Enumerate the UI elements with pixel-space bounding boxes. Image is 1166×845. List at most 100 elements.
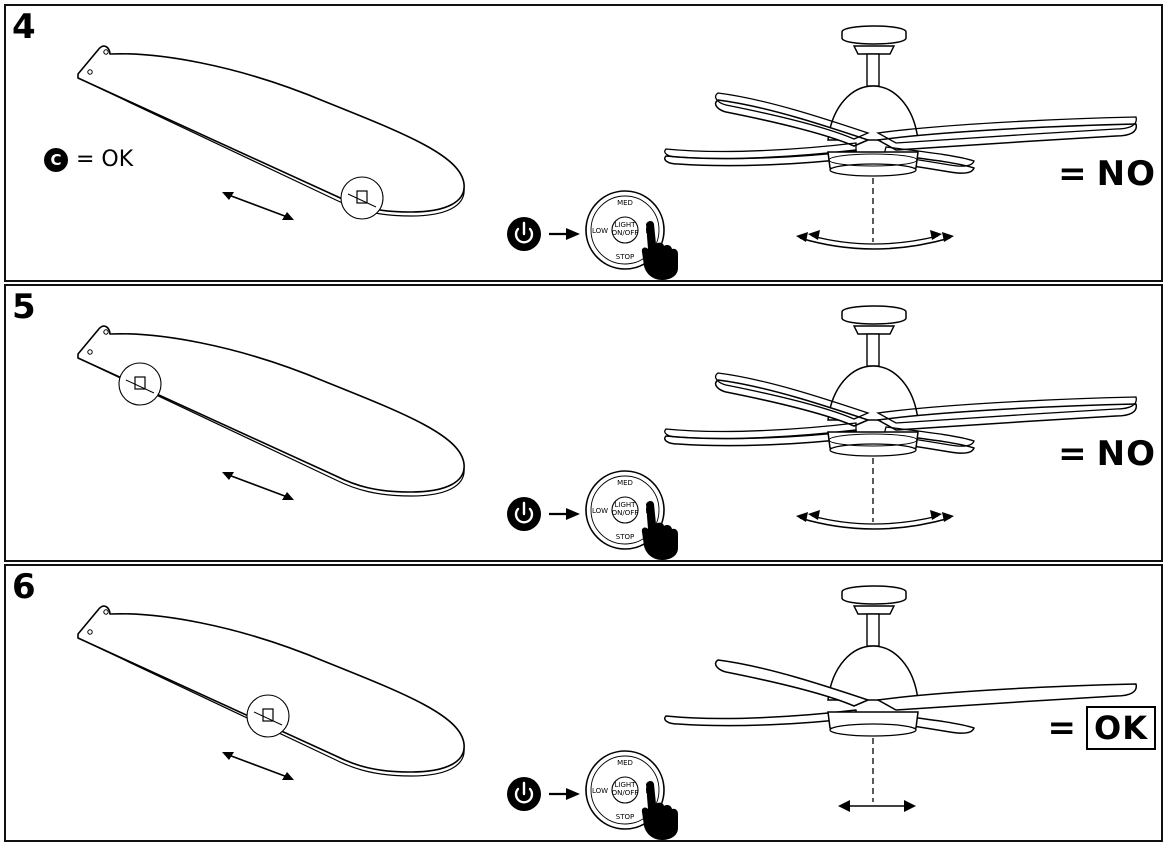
fan-light-ghost	[828, 153, 918, 167]
arrow-right-icon	[549, 788, 580, 800]
balance-clip-marker	[246, 694, 290, 738]
wobble-arc	[799, 517, 951, 530]
remote-label-stop: STOP	[616, 813, 634, 821]
power-icon	[507, 777, 541, 811]
double-arrow-icon	[796, 230, 954, 250]
fan-blade	[77, 325, 465, 500]
balance-clip	[134, 376, 146, 390]
blade-outline	[77, 325, 465, 493]
power-arc	[514, 787, 534, 804]
double-arrow-icon	[222, 752, 294, 780]
arrow-head	[796, 232, 808, 242]
double-arrow-icon	[838, 800, 916, 812]
arrow-head	[282, 492, 294, 500]
result-equals: =	[1058, 154, 1087, 194]
ceiling-fan	[664, 585, 1138, 812]
arrow-right-icon	[549, 508, 580, 520]
balance-clip-marker	[340, 176, 384, 220]
wobble-arc-inner	[811, 235, 939, 245]
blade-outline	[77, 45, 465, 213]
blade-hole	[87, 629, 93, 635]
fan-blade-left	[714, 379, 869, 427]
ceiling-fan	[664, 25, 1138, 250]
fan-light-cover	[829, 443, 917, 457]
remote-label-med: MED	[617, 199, 633, 207]
arrow-head	[942, 512, 954, 522]
result-label: = NO	[1058, 437, 1156, 471]
double-arrow-icon	[222, 472, 294, 500]
fan-blade-right-ghost	[875, 396, 1137, 424]
remote-label-med: MED	[617, 759, 633, 767]
fan-blade	[77, 45, 465, 220]
clip-edge	[347, 193, 377, 208]
ok-legend-text: = OK	[76, 147, 134, 172]
clip-c-icon: C	[44, 148, 68, 172]
fan-motor	[827, 365, 919, 421]
remote-label-low: LOW	[592, 227, 608, 235]
fan-motor	[827, 85, 919, 141]
step-number: 5	[12, 287, 36, 327]
power-arc	[514, 507, 534, 524]
balance-clip	[356, 190, 368, 204]
remote-label-light: LIGHT	[615, 781, 637, 789]
step-number: 4	[12, 7, 36, 47]
fan-canopy	[841, 305, 907, 325]
fan-blade-front-left	[664, 709, 857, 727]
double-arrow-icon	[796, 510, 954, 530]
arrow-head	[222, 752, 234, 760]
blade-hole	[103, 49, 109, 55]
remote-label-onoff: ON/OFF	[612, 509, 639, 517]
arrow-head	[808, 230, 820, 240]
fan-blade-left-ghost	[714, 372, 870, 420]
hand-shape	[641, 501, 678, 560]
arrow-head	[942, 232, 954, 242]
step-number: 6	[12, 567, 36, 607]
blade-edge	[77, 637, 465, 777]
clip-edge	[253, 711, 283, 726]
power-icon	[507, 497, 541, 531]
fan-light-ghost	[828, 433, 918, 447]
arrow-tip	[566, 788, 580, 800]
wobble-arc-inner	[811, 515, 939, 525]
fan-blade-right	[877, 683, 1138, 711]
pointing-hand-icon	[641, 501, 678, 560]
power-arc	[514, 227, 534, 244]
blade-hole	[87, 69, 93, 75]
blade-hole	[87, 349, 93, 355]
arrow-tip	[566, 508, 580, 520]
fan-canopy-cup	[852, 45, 896, 55]
remote-label-low: LOW	[592, 787, 608, 795]
double-arrow-icon	[222, 192, 294, 220]
remote-center-button	[611, 776, 639, 804]
fan-downrod	[866, 613, 880, 647]
balance-clip-marker	[118, 362, 162, 406]
arrow-head	[282, 772, 294, 780]
remote-label-stop: STOP	[616, 533, 634, 541]
fan-blade-left-ghost	[714, 92, 870, 140]
remote-ring	[590, 475, 660, 545]
fan-downrod	[866, 333, 880, 367]
fan-canopy	[841, 585, 907, 605]
result-label: = OK	[1047, 706, 1156, 750]
result-equals: =	[1047, 708, 1077, 748]
pointing-hand-icon	[641, 781, 678, 840]
ok-legend: C = OK	[44, 148, 133, 172]
arrow-line	[225, 753, 291, 779]
remote-ring	[590, 755, 660, 825]
fan-blade-front-left-ghost	[664, 142, 857, 160]
arrow-head	[222, 192, 234, 200]
fan-blade-left	[714, 99, 869, 147]
arrow-head	[838, 800, 850, 812]
power-icon	[507, 217, 541, 251]
remote-label-low: LOW	[592, 507, 608, 515]
ceiling-fan	[664, 305, 1138, 530]
fan-blade-right	[877, 403, 1138, 431]
remote-label-stop: STOP	[616, 253, 634, 261]
